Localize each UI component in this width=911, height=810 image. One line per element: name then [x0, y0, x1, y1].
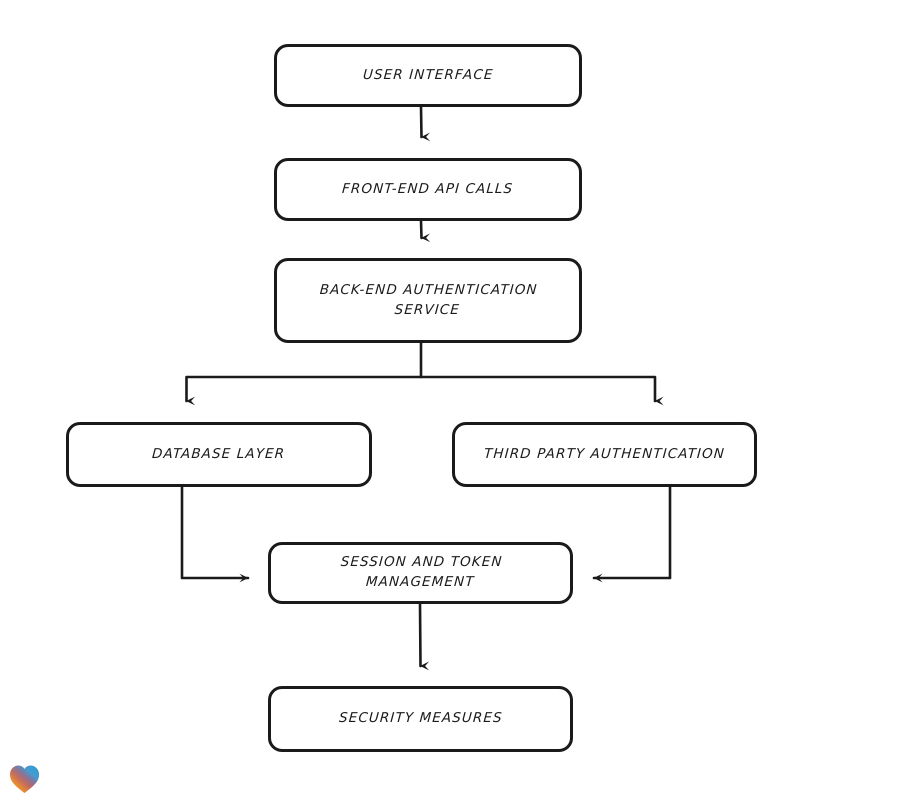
edge-thirdparty-to-session: [592, 485, 672, 583]
node-third-party-authentication-label: Third Party Authentication: [483, 445, 726, 462]
edge-backend-to-thirdparty: [419, 375, 664, 406]
node-user-interface-label: User Interface: [362, 66, 494, 83]
node-session-and-token-management[interactable]: Session and Token Management: [268, 542, 573, 604]
node-third-party-authentication[interactable]: Third Party Authentication: [452, 422, 757, 487]
heart-icon: [10, 765, 39, 793]
node-security-measures[interactable]: Security Measures: [268, 686, 573, 752]
node-frontend-api-calls[interactable]: Front-End API Calls: [274, 158, 582, 221]
edge-database-to-session: [180, 485, 250, 583]
node-database-layer[interactable]: Database Layer: [66, 422, 372, 487]
edge-frontend-to-backend: [419, 219, 431, 243]
edge-ui-to-frontend: [419, 105, 431, 142]
node-security-measures-label: Security Measures: [338, 710, 503, 727]
node-session-and-token-management-label: Session and Token Management: [339, 554, 503, 590]
node-user-interface[interactable]: User Interface: [274, 44, 582, 107]
node-backend-authentication-service[interactable]: Back-End Authentication Service: [274, 258, 582, 343]
node-database-layer-label: Database Layer: [151, 445, 287, 462]
edge-session-to-security: [418, 602, 430, 671]
edge-backend-to-database: [185, 341, 423, 406]
node-backend-authentication-service-label: Back-End Authentication Service: [319, 281, 539, 318]
node-frontend-api-calls-label: Front-End API Calls: [341, 180, 515, 197]
